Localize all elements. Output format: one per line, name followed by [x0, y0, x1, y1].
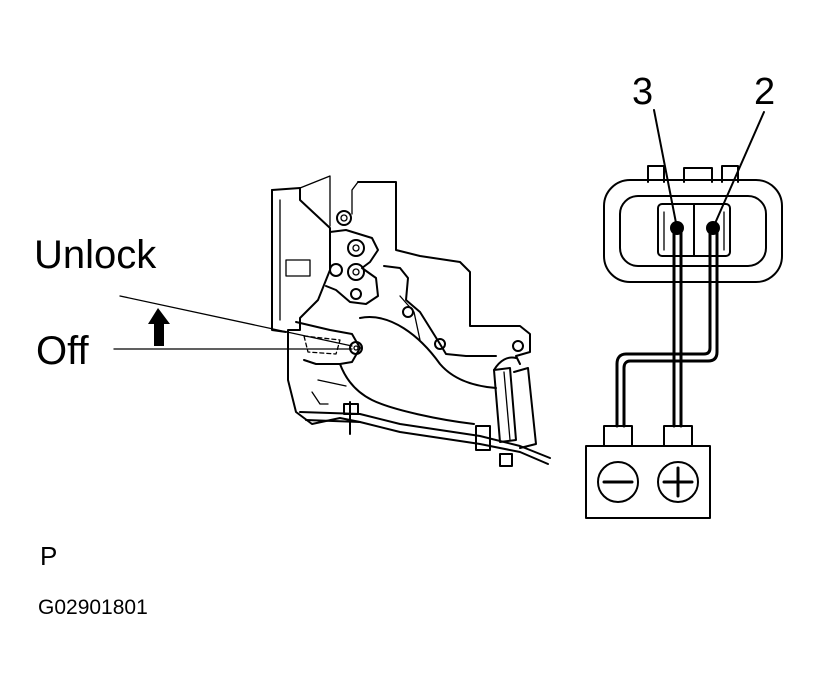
up-arrow-icon — [148, 308, 170, 346]
negative-terminal-icon — [597, 461, 639, 503]
figure-code: G02901801 — [38, 596, 148, 619]
battery — [585, 425, 711, 519]
test-leads — [615, 226, 719, 428]
unlock-reference-line — [119, 295, 353, 347]
pin-3-label: 3 — [632, 71, 653, 113]
off-label: Off — [36, 329, 90, 373]
unlock-label: Unlock — [34, 233, 157, 277]
connector — [603, 165, 783, 283]
pin-3-leader — [653, 109, 678, 229]
view-letter: P — [40, 541, 57, 571]
pin-2-leader — [712, 111, 765, 229]
positive-terminal-icon — [657, 461, 699, 503]
door-lock-assembly — [271, 175, 551, 467]
pin-2-label: 2 — [754, 71, 775, 113]
